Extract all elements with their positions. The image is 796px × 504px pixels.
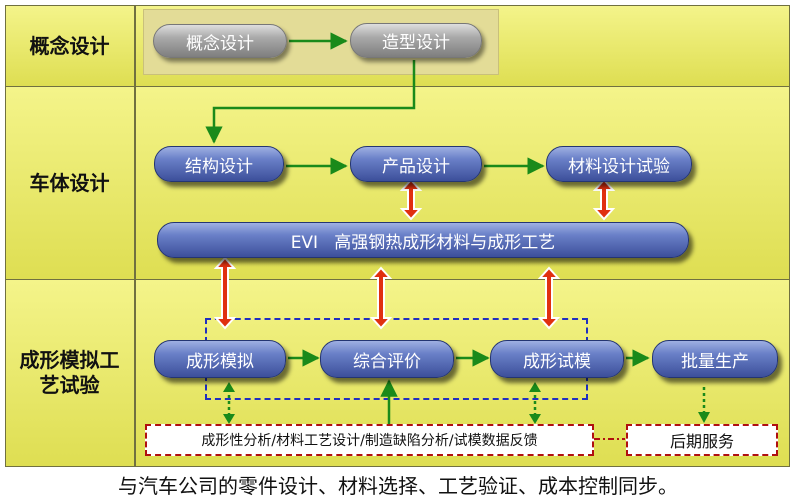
diagram-caption: 与汽车公司的零件设计、材料选择、工艺验证、成本控制同步。 xyxy=(118,474,678,498)
feedback-box: 成形性分析/材料工艺设计/制造缺陷分析/试模数据反馈 xyxy=(145,424,594,456)
dotted-arrowhead-production xyxy=(698,412,710,423)
node-product-design[interactable]: 产品设计 xyxy=(350,146,482,182)
arrow-styling-to-structure xyxy=(205,60,416,144)
dotted-arrowheads-trial xyxy=(529,382,541,424)
node-forming-simulation[interactable]: 成形模拟 xyxy=(154,340,286,378)
node-material-design-test[interactable]: 材料设计试验 xyxy=(546,146,692,182)
after-sales-service-box: 后期服务 xyxy=(626,424,778,456)
node-structure-design[interactable]: 结构设计 xyxy=(154,146,284,182)
dotted-arrowheads-sim xyxy=(223,382,235,424)
node-evi-process[interactable]: EVI 高强钢热成形材料与成形工艺 xyxy=(157,222,689,258)
node-comprehensive-evaluation[interactable]: 综合评价 xyxy=(320,340,454,378)
row-label-forming: 成形模拟工艺试验 xyxy=(6,279,133,467)
row-label-forming-text: 成形模拟工艺试验 xyxy=(19,348,120,397)
red-double-arrows xyxy=(213,178,616,330)
node-concept-design[interactable]: 概念设计 xyxy=(153,24,287,58)
node-forming-trial[interactable]: 成形试模 xyxy=(490,340,624,378)
label-column-divider xyxy=(134,6,136,466)
row-label-body: 车体设计 xyxy=(29,170,110,195)
node-mass-production[interactable]: 批量生产 xyxy=(652,340,778,378)
node-styling-design[interactable]: 造型设计 xyxy=(350,23,482,58)
row-label-concept: 概念设计 xyxy=(29,33,110,58)
